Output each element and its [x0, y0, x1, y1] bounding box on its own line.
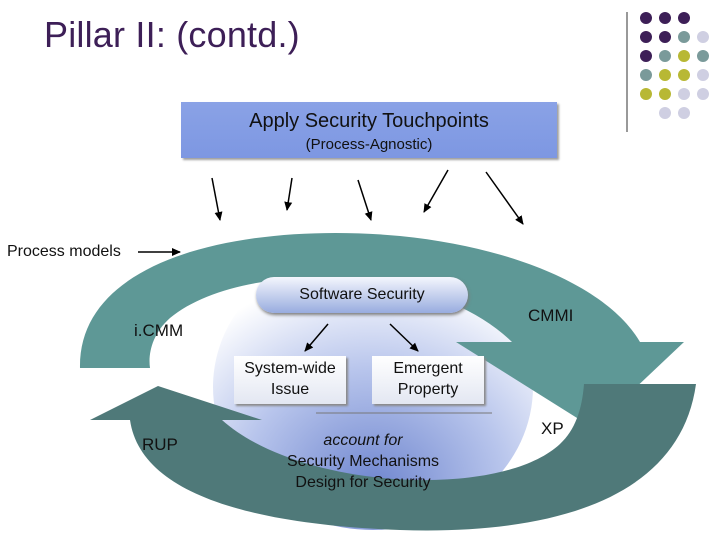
- software-security-pill: Software Security: [256, 277, 468, 313]
- banner-title: Apply Security Touchpoints: [249, 110, 489, 132]
- touchpoints-banner: Apply Security Touchpoints (Process-Agno…: [181, 102, 557, 158]
- cmmi-label: CMMI: [528, 306, 574, 325]
- to-emergent-arrow: [389, 323, 419, 352]
- design-for-security-line: Design for Security: [295, 474, 431, 491]
- touchpoint-arrow: [211, 177, 223, 221]
- emergent-property-box: Emergent Property: [372, 356, 484, 404]
- emergent-line1: Emergent: [393, 360, 463, 377]
- xp-label: XP: [541, 419, 564, 438]
- to-system-wide-arrow: [304, 323, 329, 352]
- account-for-text: account for Security Mechanisms Design f…: [263, 430, 463, 493]
- security-mechanisms-line: Security Mechanisms: [286, 453, 440, 470]
- icmm-label: i.CMM: [134, 321, 184, 340]
- lower-cycle-arrow: [90, 384, 696, 531]
- system-wide-line2: Issue: [270, 381, 310, 398]
- system-wide-line1: System-wide: [244, 360, 336, 377]
- emergent-line2: Property: [397, 381, 459, 398]
- decorative-dots: [626, 12, 709, 132]
- touchpoint-arrow: [284, 177, 293, 211]
- rup-label: RUP: [142, 435, 178, 454]
- upper-cycle-arrow: [79, 232, 684, 428]
- system-wide-issue-box: System-wide Issue: [234, 356, 346, 404]
- process-models-label: Process models: [7, 243, 121, 260]
- touchpoint-arrow: [423, 169, 449, 213]
- account-for-line: account for: [323, 432, 403, 449]
- touchpoint-arrow: [357, 179, 373, 221]
- banner-subtitle: (Process-Agnostic): [305, 136, 433, 153]
- touchpoint-arrow: [485, 171, 524, 225]
- page-title: Pillar II: (contd.): [44, 14, 300, 55]
